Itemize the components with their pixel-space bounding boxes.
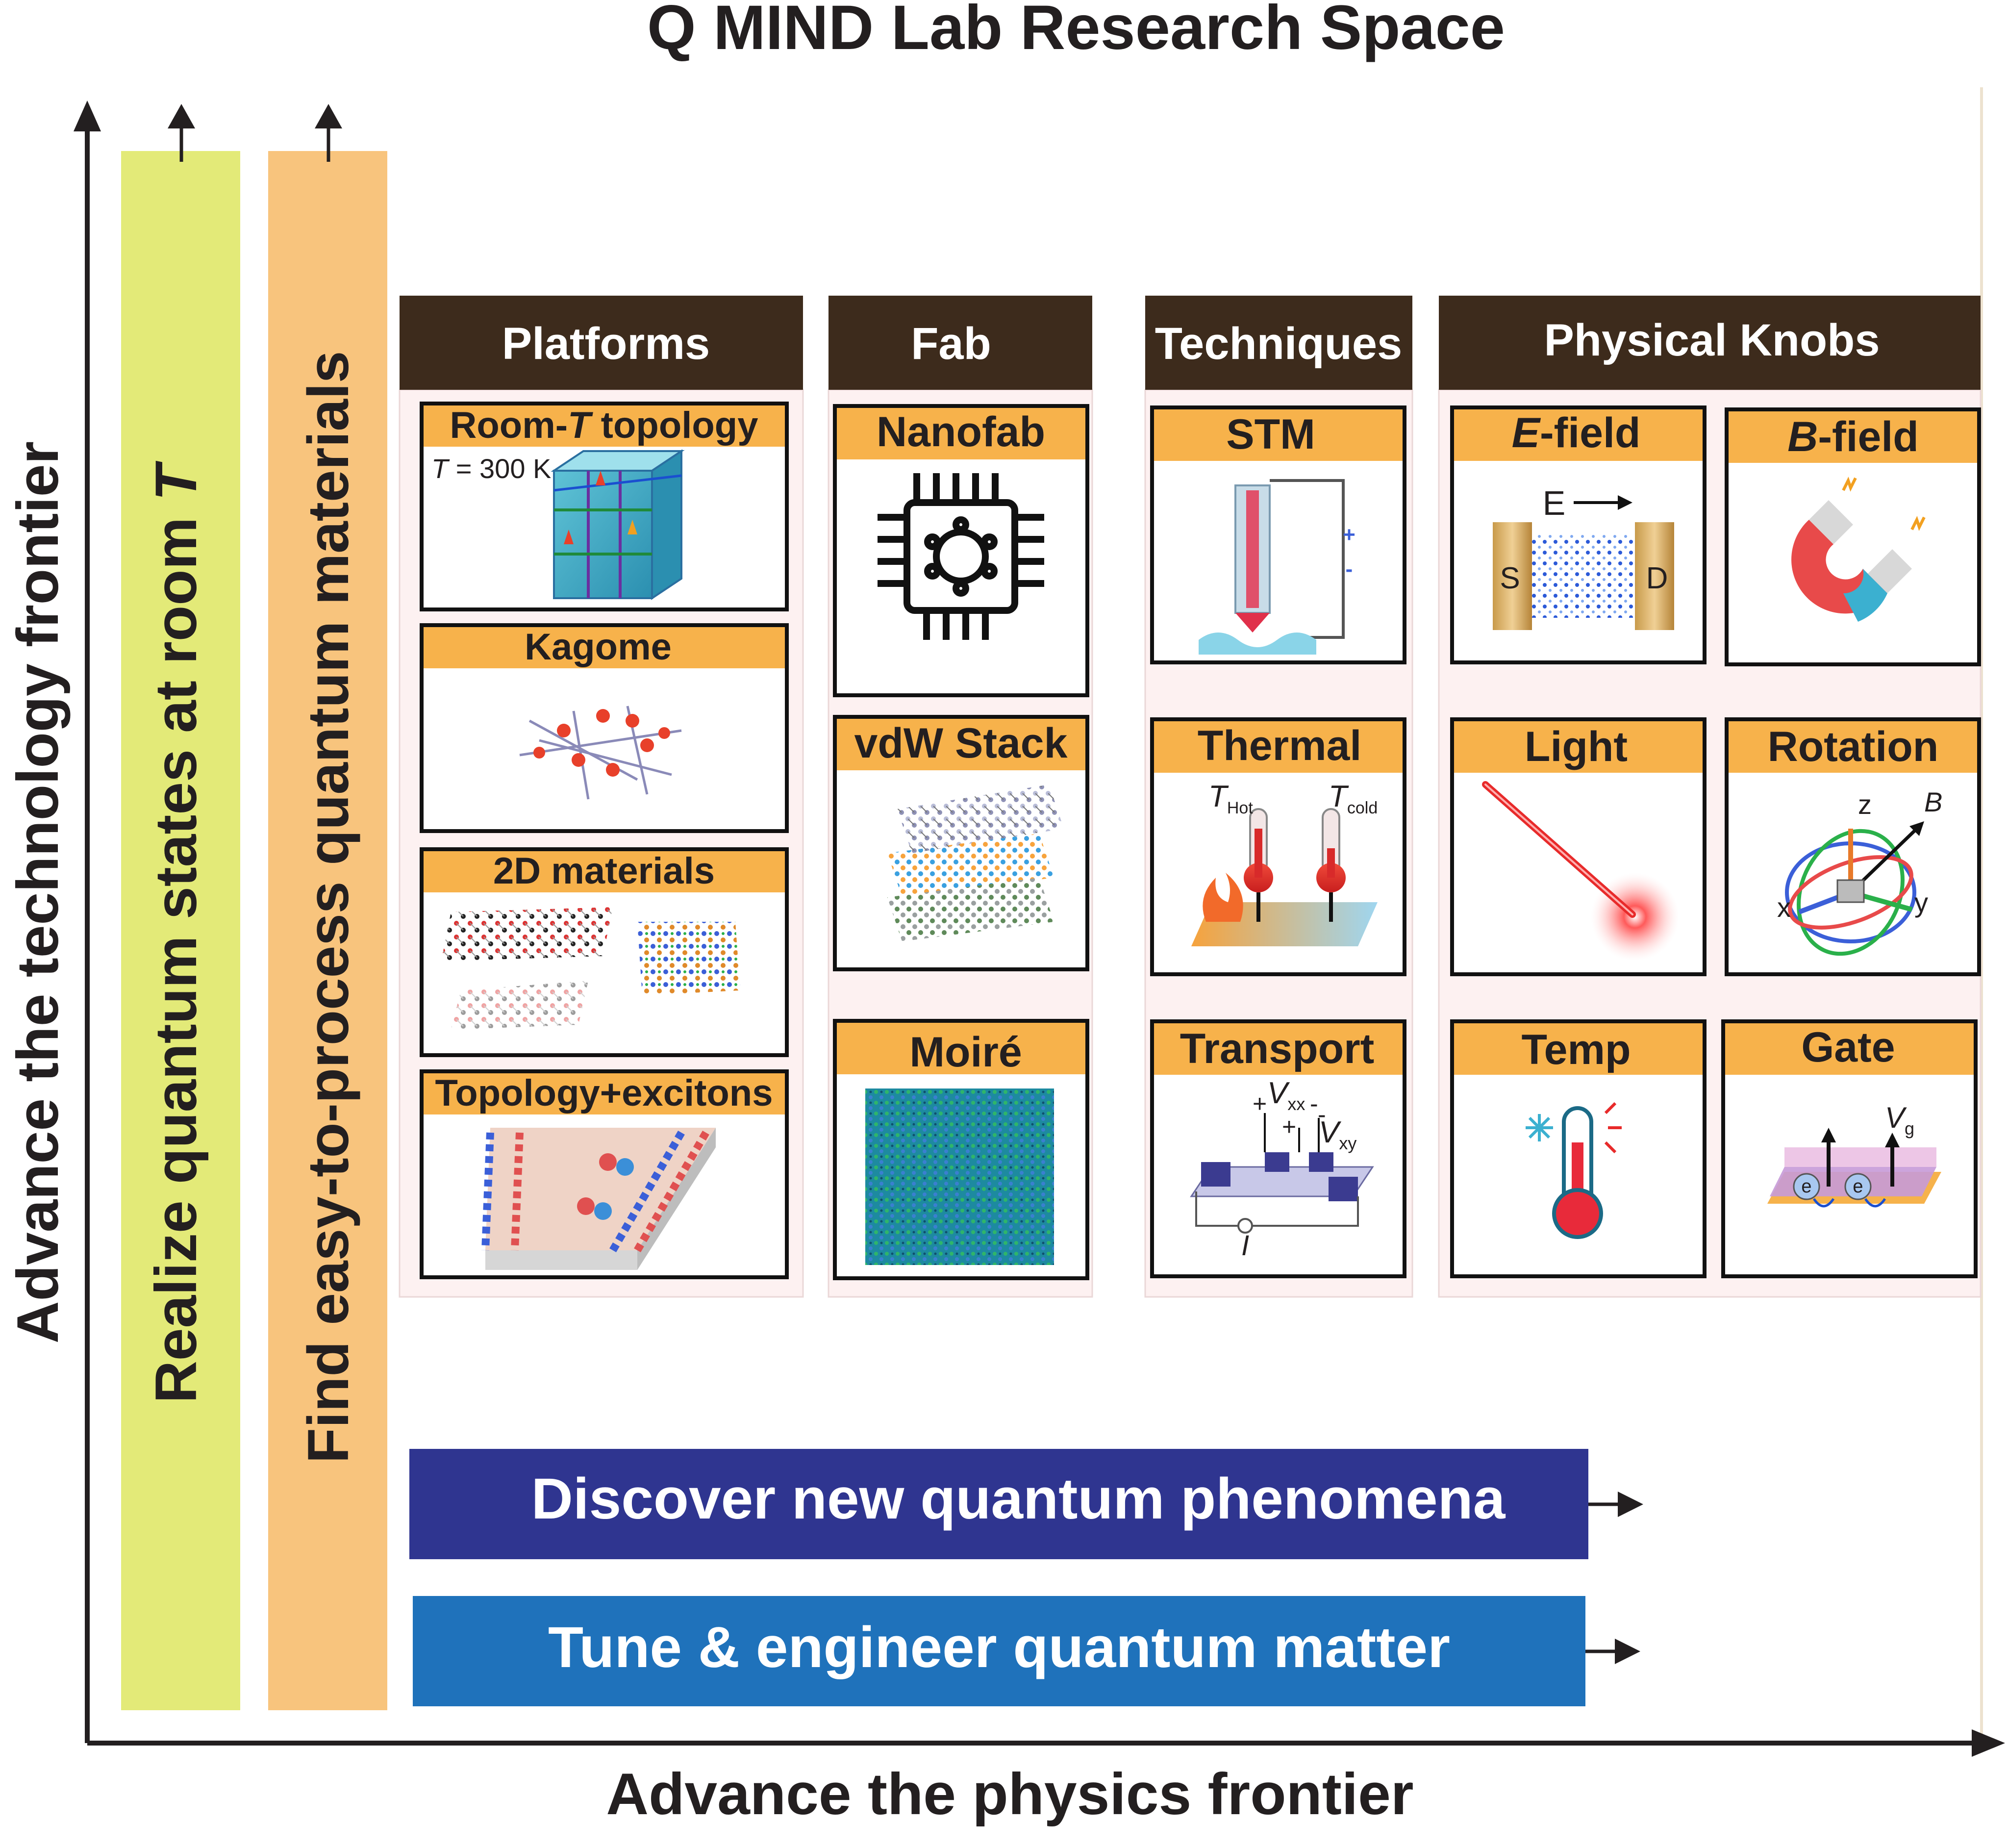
card-room-temp-topology: Room-T topology T = 300 K — [420, 402, 789, 611]
card-nanofab: Nanofab — [833, 404, 1089, 697]
y-axis-label: Advance the technology frontier — [5, 441, 71, 1343]
card-moire-label: Moiré — [909, 1029, 1022, 1076]
thermal-illustration: THot Tcold — [1191, 780, 1378, 946]
transport-plus-1: + — [1253, 1090, 1267, 1117]
card-rotation: Rotation z B x y — [1725, 717, 1981, 976]
gate-voltage: Vg — [1885, 1101, 1914, 1139]
header-knobs — [1439, 296, 1981, 390]
topology-excitons-illustration — [481, 1128, 716, 1270]
gate-electron-2 — [1844, 1173, 1872, 1200]
card-kagome-label: Kagome — [525, 626, 672, 668]
rotation-axis-b: B — [1924, 786, 1942, 817]
goal-text-discover: Discover new quantum phenomena — [531, 1467, 1506, 1531]
header-platforms-label: Platforms — [502, 319, 710, 369]
transport-plus-2: + — [1282, 1113, 1296, 1140]
card-nanofab-label: Nanofab — [877, 408, 1045, 456]
card-b-field-label: B-field — [1787, 413, 1919, 460]
rotation-gimbal-illustration: z B x y — [1777, 786, 1942, 956]
thermal-t-cold: Tcold — [1329, 780, 1378, 817]
figure-title: Q MIND Lab Research Space — [647, 0, 1505, 63]
goal-bar-tune — [413, 1596, 1585, 1706]
header-knobs-label: Physical Knobs — [1544, 315, 1880, 365]
goal-bar-discover — [409, 1449, 1588, 1559]
moire-pattern — [865, 1089, 1054, 1265]
gate-electron-1 — [1793, 1173, 1820, 1200]
header-techniques-label: Techniques — [1155, 319, 1402, 369]
vdw-stack-illustration — [887, 785, 1064, 941]
rotation-axis-z: z — [1858, 789, 1872, 820]
card-gate-label: Gate — [1801, 1024, 1895, 1071]
topology-cube-illustration — [551, 449, 685, 600]
card-2d-materials-label: 2D materials — [493, 850, 715, 892]
stm-tip-illustration: + - — [1199, 479, 1355, 655]
card-light-label: Light — [1525, 723, 1628, 770]
axes — [74, 85, 2005, 1757]
stm-plus: + — [1343, 523, 1355, 547]
card-stm-label: STM — [1226, 411, 1315, 458]
card-moire: Moiré — [833, 1019, 1089, 1280]
card-topology-excitons-label: Topology+excitons — [435, 1072, 773, 1114]
kagome-lattice-illustration — [519, 706, 682, 800]
card-vdw-stack-label: vdW Stack — [854, 720, 1068, 767]
transport-minus-2: - — [1318, 1101, 1326, 1128]
card-transport-label: Transport — [1180, 1025, 1375, 1072]
header-techniques — [1145, 296, 1412, 390]
goal-arrowhead-room-temp — [168, 104, 195, 128]
card-thermal-label: Thermal — [1198, 722, 1362, 769]
rotation-axis-x: x — [1777, 892, 1791, 923]
e-field-symbol: E — [1543, 484, 1566, 522]
thermometer-icon — [1526, 1102, 1622, 1239]
gate-illustration: e e Vg — [1767, 1101, 1941, 1208]
card-transport: Transport + Vxx - + Vxy - I — [1150, 1019, 1406, 1278]
goal-bar-easy-materials — [268, 151, 387, 1710]
goal-arrowhead-easy-materials — [315, 104, 342, 128]
card-e-field-label: E-field — [1512, 409, 1641, 456]
goal-text-room-temp: Realize quantum states at room T — [143, 460, 209, 1403]
goal-arrowhead-discover — [1618, 1492, 1643, 1517]
transport-vxy: Vxy — [1319, 1115, 1356, 1153]
x-axis-arrowhead — [1972, 1729, 2005, 1757]
rotation-axis-y: y — [1914, 887, 1928, 918]
room-temp-note: T = 300 K — [431, 453, 551, 484]
card-thermal: Thermal THot Tcold — [1150, 717, 1406, 976]
card-e-field: E-field E S D — [1450, 405, 1707, 664]
goal-text-easy-materials: Find easy-to-process quantum materials — [296, 351, 361, 1464]
card-temp-label: Temp — [1522, 1026, 1631, 1073]
header-fab — [828, 296, 1092, 390]
card-rotation-label: Rotation — [1768, 723, 1939, 770]
gate-electron-2-label: e — [1853, 1176, 1863, 1197]
y-axis-arrowhead — [74, 101, 101, 131]
goal-bar-room-temp — [121, 151, 240, 1710]
laser-illustration — [1482, 781, 1679, 961]
hall-bar-illustration: + Vxx - + Vxy - I — [1190, 1076, 1374, 1262]
e-field-drain: D — [1646, 561, 1668, 595]
card-gate: Gate e e Vg — [1721, 1019, 1978, 1278]
goal-text-tune: Tune & engineer quantum matter — [548, 1615, 1450, 1680]
card-topology-excitons: Topology+excitons — [420, 1069, 789, 1279]
goal-arrowhead-tune — [1615, 1639, 1640, 1664]
transport-current: I — [1241, 1230, 1249, 1262]
magnet-icon — [1791, 477, 1926, 622]
thermal-t-hot: THot — [1208, 780, 1253, 817]
e-field-illustration: E S D — [1493, 484, 1674, 630]
x-axis-label: Advance the physics frontier — [606, 1761, 1413, 1827]
card-room-temp-topology-label: Room-T topology — [450, 405, 758, 446]
header-platforms — [400, 296, 803, 390]
card-2d-materials: 2D materials — [420, 847, 789, 1057]
card-kagome: Kagome — [420, 623, 789, 833]
chip-icon — [878, 473, 1044, 640]
transport-vxx: Vxx — [1267, 1076, 1305, 1114]
card-vdw-stack: vdW Stack — [833, 715, 1089, 971]
2d-materials-illustration — [441, 907, 740, 1030]
card-light: Light — [1450, 717, 1707, 976]
e-field-source: S — [1500, 561, 1520, 595]
card-temp: Temp — [1450, 1019, 1707, 1278]
gate-electron-1-label: e — [1801, 1176, 1811, 1197]
card-stm: STM + - — [1150, 405, 1406, 664]
card-b-field: B-field — [1725, 407, 1981, 666]
stm-minus: - — [1346, 557, 1353, 581]
transport-minus-1: - — [1310, 1090, 1318, 1117]
header-fab-label: Fab — [911, 319, 991, 369]
